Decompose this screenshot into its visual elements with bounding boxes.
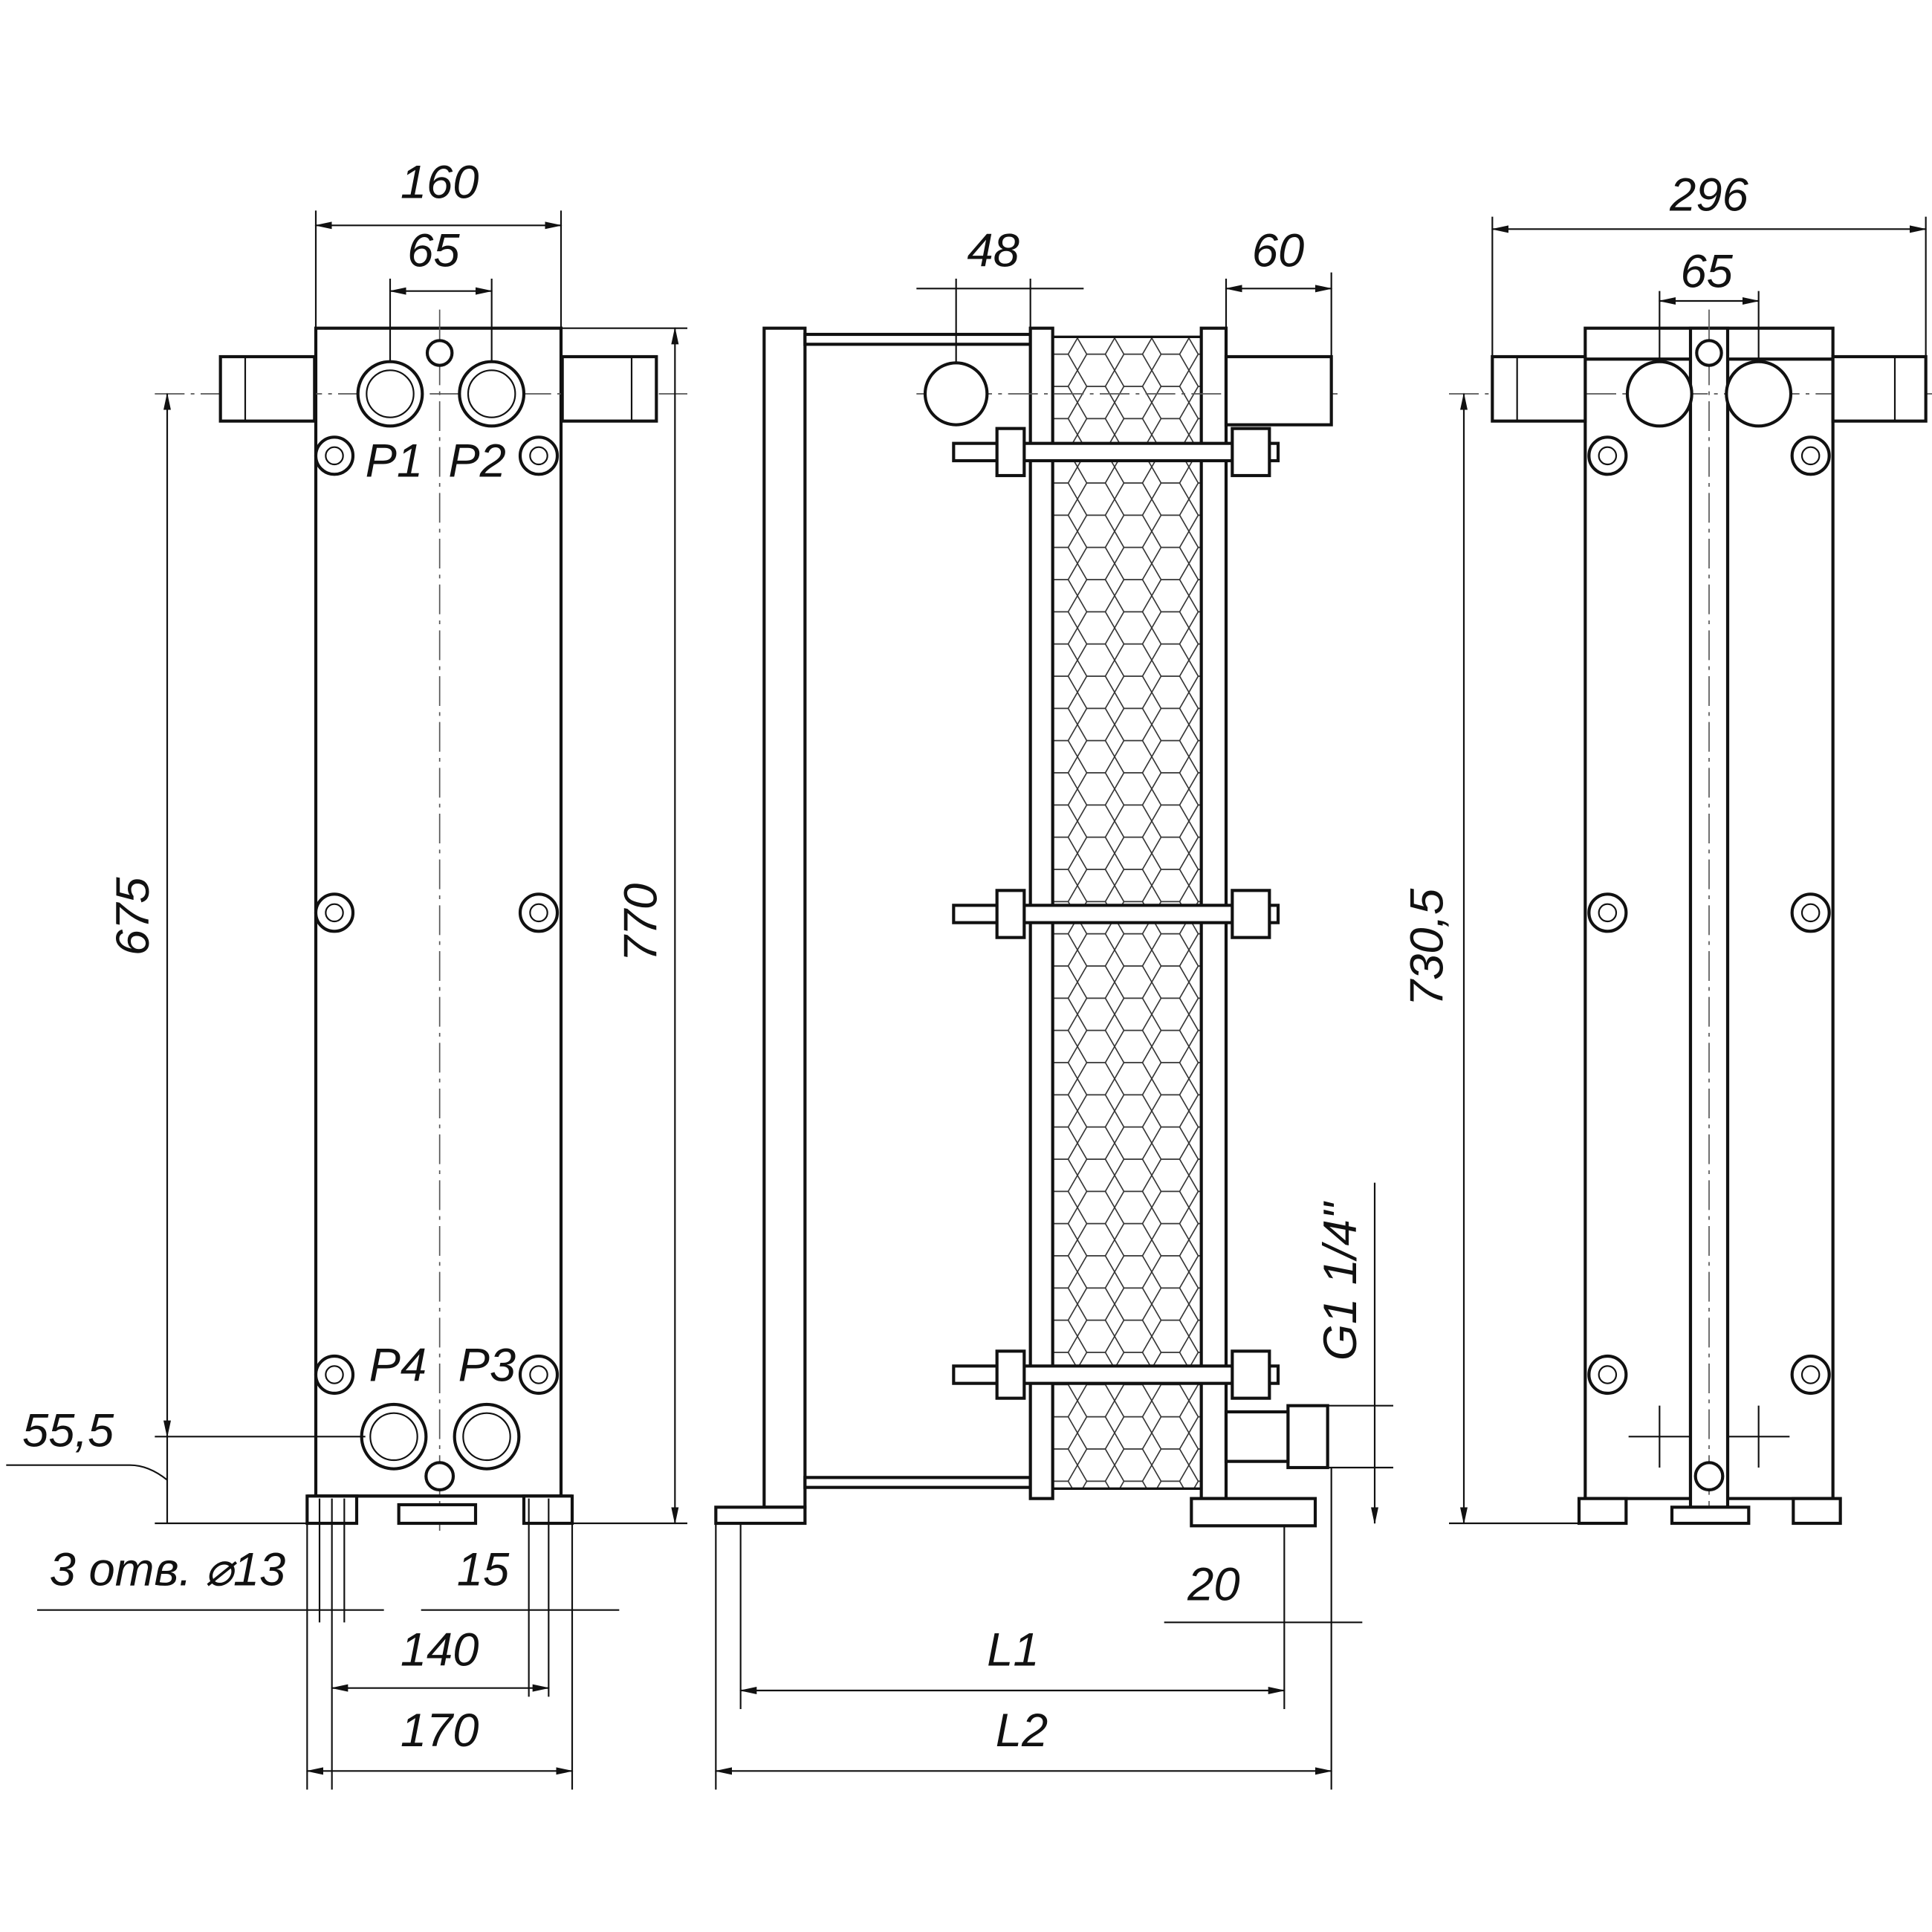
right-nozzle xyxy=(560,354,658,423)
front-view: 160 65 P1 P2 P4 P3 675 770 55,5 3 отв. ⌀… xyxy=(6,157,687,1790)
top-guide-bar xyxy=(803,332,1032,346)
dim-140: 140 xyxy=(401,1624,479,1676)
dim-L1: L1 xyxy=(987,1624,1039,1676)
dim-holes: 3 отв. ⌀13 xyxy=(50,1543,286,1595)
foot-center xyxy=(397,1503,478,1526)
top-nozzle xyxy=(923,361,989,427)
dim-170: 170 xyxy=(401,1705,479,1757)
right-nozzle-bottom xyxy=(1286,1404,1329,1470)
port-P1 xyxy=(356,360,424,428)
tie-bolts xyxy=(952,427,1280,1400)
drain-top xyxy=(425,339,454,367)
right-foot xyxy=(1190,1497,1317,1528)
bolts xyxy=(314,435,560,1395)
label-P1: P1 xyxy=(366,435,423,487)
frame-foot xyxy=(714,1505,807,1526)
bottom-guide-bar xyxy=(803,1476,1032,1489)
rear-view: 296 65 730,5 xyxy=(1401,169,1932,1526)
dim-730-5: 730,5 xyxy=(1401,888,1453,1006)
frame-post xyxy=(762,326,807,1509)
dim-L2: L2 xyxy=(996,1705,1048,1757)
left-nozzle xyxy=(1491,354,1587,423)
label-P3: P3 xyxy=(458,1339,516,1391)
left-nozzle xyxy=(218,354,317,423)
dim-thread: G1 1/4" xyxy=(1315,1201,1367,1361)
dim-770: 770 xyxy=(615,884,667,962)
label-P4: P4 xyxy=(369,1339,427,1391)
dim-675: 675 xyxy=(107,877,159,956)
dim-60: 60 xyxy=(1252,224,1304,276)
rear-bolts xyxy=(1587,435,1831,1395)
port-P4 xyxy=(360,1402,428,1471)
drain-bottom xyxy=(424,1461,456,1492)
dim-296: 296 xyxy=(1669,169,1748,221)
label-P2: P2 xyxy=(448,435,505,487)
right-nozzle-top xyxy=(1224,354,1333,427)
dim-48: 48 xyxy=(967,224,1019,276)
dim-20: 20 xyxy=(1187,1558,1239,1610)
right-nozzle xyxy=(1831,354,1928,423)
dim-65: 65 xyxy=(407,224,460,276)
port-P3 xyxy=(453,1402,521,1471)
port-P2 xyxy=(458,360,526,428)
side-view: 48 60 G1 1/4" 20 L1 L2 xyxy=(714,224,1393,1790)
dim-160: 160 xyxy=(401,157,479,209)
dim-65-rear: 65 xyxy=(1680,246,1733,298)
dim-55-5: 55,5 xyxy=(22,1405,114,1457)
dim-15: 15 xyxy=(457,1543,510,1595)
